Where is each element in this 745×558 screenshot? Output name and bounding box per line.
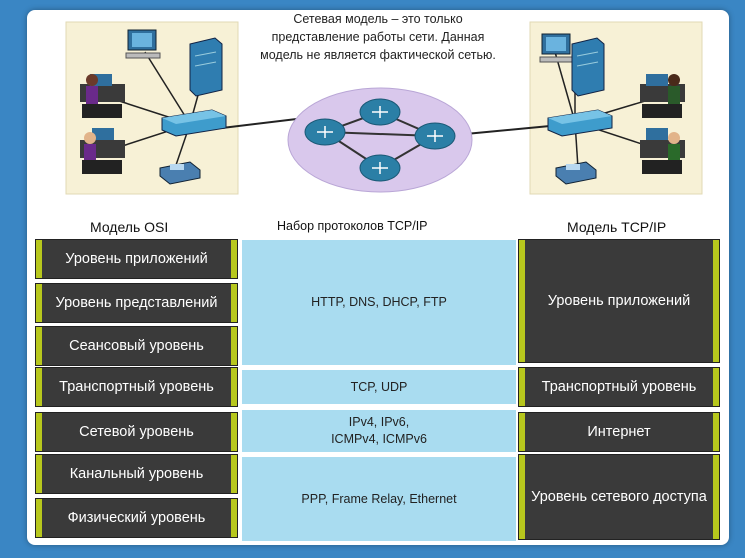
osi-layer-physical: Физический уровень (36, 499, 237, 537)
protocols-network-access: PPP, Frame Relay, Ethernet (242, 457, 516, 541)
tcpip-layer-network-access: Уровень сетевого доступа (519, 455, 719, 539)
computer-icon (125, 29, 161, 59)
tcpip-model-title: Модель TCP/IP (567, 219, 667, 235)
protocols-application: HTTP, DNS, DHCP, FTP (242, 240, 516, 365)
osi-layer-session: Сеансовый уровень (36, 327, 237, 365)
osi-model-title: Модель OSI (90, 219, 169, 235)
user-at-desk-icon (640, 74, 685, 118)
network-illustration (65, 21, 703, 195)
osi-layer-application: Уровень приложений (36, 240, 237, 278)
user-at-desk-icon (640, 128, 685, 174)
computer-icon (539, 33, 575, 63)
network-caption: Сетевая модель – это только представлени… (260, 12, 496, 62)
switch-icon (161, 109, 227, 137)
user-at-desk-icon (80, 74, 125, 118)
protocols-internet: IPv4, IPv6, ICMPv4, ICMPv6 (242, 410, 516, 452)
protocols-transport: TCP, UDP (242, 370, 516, 404)
switch-icon (547, 109, 613, 137)
osi-layer-presentation: Уровень представлений (36, 284, 237, 322)
ip-phone-icon (555, 161, 597, 185)
tcpip-layer-application: Уровень приложений (519, 240, 719, 362)
protocol-suite-title: Набор протоколов TCP/IP (277, 219, 428, 233)
server-icon (189, 37, 223, 97)
osi-layer-datalink: Канальный уровень (36, 455, 237, 493)
tcpip-layer-transport: Транспортный уровень (519, 368, 719, 406)
osi-layer-transport: Транспортный уровень (36, 368, 237, 406)
user-at-desk-icon (80, 128, 125, 174)
server-icon (571, 37, 605, 97)
osi-layer-network: Сетевой уровень (36, 413, 237, 451)
tcpip-layer-internet: Интернет (519, 413, 719, 451)
protocols-internet-text: IPv4, IPv6, ICMPv4, ICMPv6 (331, 415, 427, 446)
ip-phone-icon (159, 161, 201, 185)
